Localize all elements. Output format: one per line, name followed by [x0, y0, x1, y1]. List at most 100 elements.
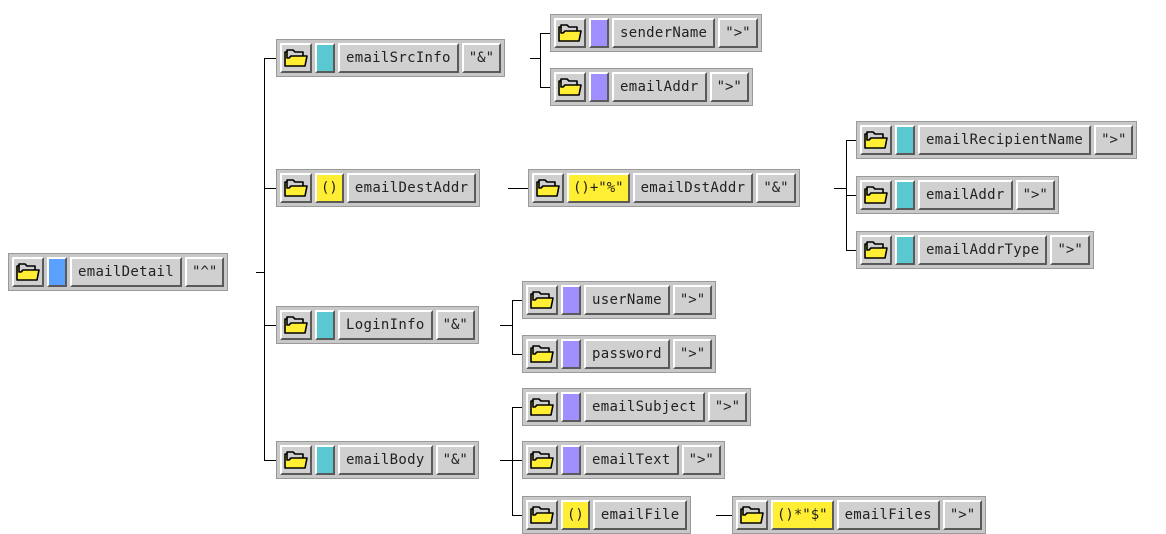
- node-emailAddr-dest[interactable]: emailAddr">": [856, 176, 1059, 214]
- node-name: emailBody: [338, 445, 433, 475]
- node-name: emailText: [584, 445, 679, 475]
- separator-label: ">": [707, 392, 748, 422]
- folder-icon[interactable]: [280, 173, 312, 203]
- connector-line: [540, 87, 550, 88]
- folder-icon[interactable]: [860, 125, 892, 155]
- node-emailSrcInfo[interactable]: emailSrcInfo"&": [276, 39, 506, 77]
- folder-icon[interactable]: [280, 445, 312, 475]
- folder-icon[interactable]: [12, 257, 44, 287]
- folder-icon[interactable]: [532, 173, 564, 203]
- connector-line: [846, 195, 856, 196]
- type-swatch: [895, 180, 915, 210]
- type-swatch: [315, 445, 335, 475]
- connector-line: [540, 33, 541, 87]
- separator-label: "&": [435, 445, 475, 475]
- connector-line: [512, 515, 522, 516]
- connector-line: [846, 140, 856, 141]
- node-name: emailDetail: [70, 257, 183, 287]
- separator-label: ">": [672, 339, 713, 369]
- folder-icon[interactable]: [526, 392, 558, 422]
- folder-icon[interactable]: [860, 235, 892, 265]
- node-password[interactable]: password">": [522, 335, 717, 373]
- node-name: userName: [584, 285, 670, 315]
- node-emailAddrType[interactable]: emailAddrType">": [856, 231, 1094, 269]
- type-swatch-fill: [563, 394, 579, 420]
- node-emailDstAddr[interactable]: ()+"%"emailDstAddr"&": [528, 169, 800, 207]
- node-name: emailAddr: [612, 72, 707, 102]
- connector-line: [264, 188, 276, 189]
- type-swatch-fill: [49, 259, 65, 285]
- type-swatch-fill: [897, 237, 913, 263]
- connector-line: [264, 460, 276, 461]
- node-userName[interactable]: userName">": [522, 281, 717, 319]
- separator-label: ">": [681, 445, 721, 475]
- type-swatch-fill: [317, 45, 333, 71]
- type-swatch-fill: [563, 341, 579, 367]
- connector-line: [500, 460, 512, 461]
- folder-icon[interactable]: [280, 310, 312, 340]
- node-name: password: [584, 339, 670, 369]
- connector-line: [846, 250, 856, 251]
- type-swatch: [589, 18, 609, 48]
- type-swatch-fill: [591, 74, 607, 100]
- node-name: emailRecipientName: [918, 125, 1092, 155]
- connector-line: [512, 407, 513, 515]
- node-emailSubject[interactable]: emailSubject">": [522, 388, 752, 426]
- folder-icon[interactable]: [526, 445, 558, 475]
- type-swatch-fill: [897, 127, 913, 153]
- connector-line: [264, 58, 265, 460]
- node-name: emailSrcInfo: [338, 43, 459, 73]
- node-emailDetail[interactable]: emailDetail"^": [8, 253, 229, 291]
- separator-label: ">": [709, 72, 749, 102]
- node-name: emailAddrType: [918, 235, 1048, 265]
- type-swatch: [47, 257, 67, 287]
- type-swatch-fill: [317, 447, 333, 473]
- folder-icon[interactable]: [554, 72, 586, 102]
- folder-icon[interactable]: [280, 43, 312, 73]
- node-emailDestAddr[interactable]: ()emailDestAddr: [276, 169, 481, 207]
- node-name: emailFile: [592, 500, 688, 530]
- separator-label: ">": [1015, 180, 1055, 210]
- separator-label: ">": [672, 285, 713, 315]
- node-emailFile[interactable]: ()emailFile: [522, 496, 692, 534]
- separator-label: "&": [461, 43, 502, 73]
- type-swatch-fill: [591, 20, 607, 46]
- type-swatch: [561, 285, 581, 315]
- separator-label: ">": [718, 18, 758, 48]
- folder-icon[interactable]: [554, 18, 586, 48]
- type-swatch: [561, 445, 581, 475]
- connector-line: [264, 58, 276, 59]
- type-swatch: [895, 125, 915, 155]
- folder-icon[interactable]: [526, 285, 558, 315]
- connector-line: [530, 58, 540, 59]
- node-emailBody[interactable]: emailBody"&": [276, 441, 479, 479]
- node-name: emailAddr: [918, 180, 1013, 210]
- connector-line: [256, 272, 264, 273]
- separator-label: ">": [942, 500, 983, 530]
- connector-line: [512, 300, 522, 301]
- type-swatch: [561, 392, 581, 422]
- node-emailText[interactable]: emailText">": [522, 441, 725, 479]
- node-emailRecipientName[interactable]: emailRecipientName">": [856, 121, 1138, 159]
- node-name: emailSubject: [584, 392, 705, 422]
- quantifier-label: (): [561, 500, 590, 530]
- type-swatch-fill: [563, 287, 579, 313]
- type-swatch: [895, 235, 915, 265]
- folder-icon[interactable]: [526, 339, 558, 369]
- node-senderName[interactable]: senderName">": [550, 14, 762, 52]
- node-emailFiles[interactable]: ()*"$"emailFiles">": [732, 496, 987, 534]
- connector-line: [834, 188, 846, 189]
- type-swatch: [315, 43, 335, 73]
- folder-icon[interactable]: [736, 500, 768, 530]
- node-emailAddr[interactable]: emailAddr">": [550, 68, 753, 106]
- folder-icon[interactable]: [860, 180, 892, 210]
- type-swatch: [315, 310, 335, 340]
- node-LoginInfo[interactable]: LoginInfo"&": [276, 306, 479, 344]
- separator-label: ">": [1094, 125, 1134, 155]
- quantifier-label: ()*"$": [771, 500, 834, 530]
- type-swatch-fill: [897, 182, 913, 208]
- quantifier-label: ()+"%": [567, 173, 630, 203]
- folder-icon[interactable]: [526, 500, 558, 530]
- separator-label: "&": [756, 173, 796, 203]
